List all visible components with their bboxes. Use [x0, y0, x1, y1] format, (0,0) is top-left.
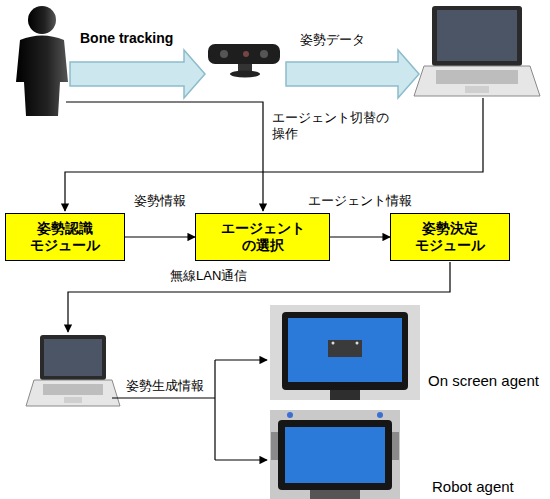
edge-label: 姿勢情報: [132, 193, 188, 209]
process-box: エージェント の選択: [195, 213, 330, 261]
bone-tracking-arrow: [70, 50, 205, 98]
edge-label: エージェント情報: [306, 193, 414, 209]
annotation-text: Bone tracking: [80, 30, 173, 48]
annotation-text: 姿勢データ: [300, 32, 365, 48]
robot-agent-photo: [270, 410, 400, 499]
wireless-wire: [68, 262, 450, 332]
process-box: 姿勢決定 モジュール: [390, 213, 510, 261]
switch-operation-wire: [66, 102, 263, 211]
flow-arrow: [330, 236, 390, 237]
laptop-data-wire: [65, 98, 483, 211]
annotation-text: 姿勢生成情報: [126, 378, 204, 394]
box-label: 姿勢認識 モジュール: [30, 220, 100, 255]
person-silhouette: [16, 6, 68, 116]
laptop-computer: [26, 335, 120, 406]
generation-wire: [112, 397, 215, 398]
laptop-computer: [414, 6, 540, 96]
box-label: 姿勢決定 モジュール: [415, 220, 485, 255]
generation-wire: [214, 360, 215, 460]
on-screen-agent-photo: [270, 305, 420, 400]
annotation-text: 無線LAN通信: [170, 268, 247, 284]
annotation-text: Robot agent: [432, 478, 514, 497]
box-label: エージェント の選択: [221, 220, 305, 255]
process-box: 姿勢認識 モジュール: [5, 213, 125, 261]
annotation-text: On screen agent: [428, 372, 539, 391]
generation-wire: [215, 359, 267, 360]
posture-data-arrow: [286, 50, 419, 98]
generation-wire: [215, 459, 267, 460]
kinect-sensor: [208, 44, 280, 78]
flow-arrow: [125, 236, 195, 237]
annotation-text: エージェント切替の 操作: [272, 110, 389, 143]
